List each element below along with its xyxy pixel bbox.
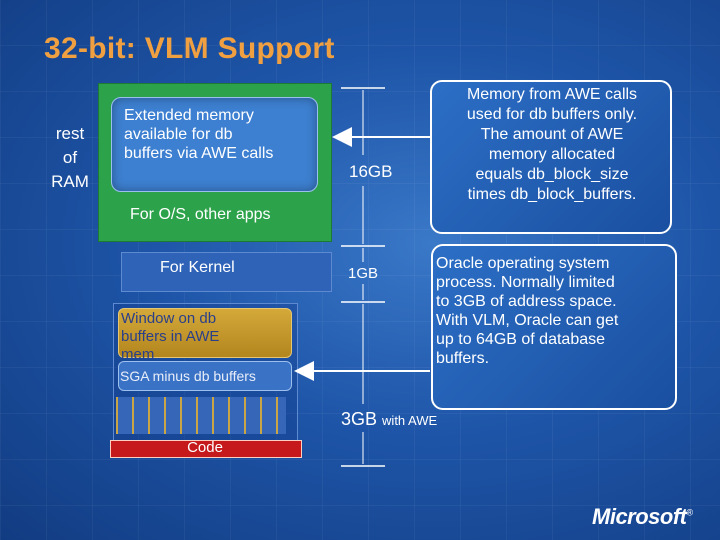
code-segment xyxy=(110,440,302,458)
capacity-3gb-note: with AWE xyxy=(382,413,438,428)
awe-window-box xyxy=(118,308,292,358)
capacity-16gb: 16GB xyxy=(349,162,393,181)
logo-text: Microsoft xyxy=(592,504,687,529)
slide-title: 32-bit: VLM Support xyxy=(44,32,335,65)
sga-box xyxy=(118,361,292,391)
capacity-3gb-value: 3GB xyxy=(341,409,378,429)
capacity-1gb: 1GB xyxy=(348,265,379,282)
awe-window-label: Window on db buffers in AWE mem xyxy=(121,310,220,363)
oracle-callout-box xyxy=(431,244,677,410)
extended-memory-label: Extended memory available for db buffers… xyxy=(124,107,274,162)
kernel-region xyxy=(121,252,332,292)
awe-callout-box xyxy=(430,80,672,234)
awe-callout-text: Memory from AWE calls used for db buffer… xyxy=(466,86,638,203)
extended-memory-box xyxy=(111,97,318,192)
oracle-callout-text: Oracle operating system process. Normall… xyxy=(436,255,619,367)
capacity-3gb: 3GB with AWE xyxy=(341,409,437,430)
code-label: Code xyxy=(187,439,223,456)
sga-label: SGA minus db buffers xyxy=(120,368,256,384)
memory-stripes xyxy=(116,397,286,434)
rest-of-ram-label: rest of RAM xyxy=(51,124,89,191)
registered-mark: ® xyxy=(686,507,694,518)
microsoft-logo: Microsoft® xyxy=(592,504,693,530)
kernel-label: For Kernel xyxy=(160,259,235,276)
os-apps-label: For O/S, other apps xyxy=(130,206,271,223)
